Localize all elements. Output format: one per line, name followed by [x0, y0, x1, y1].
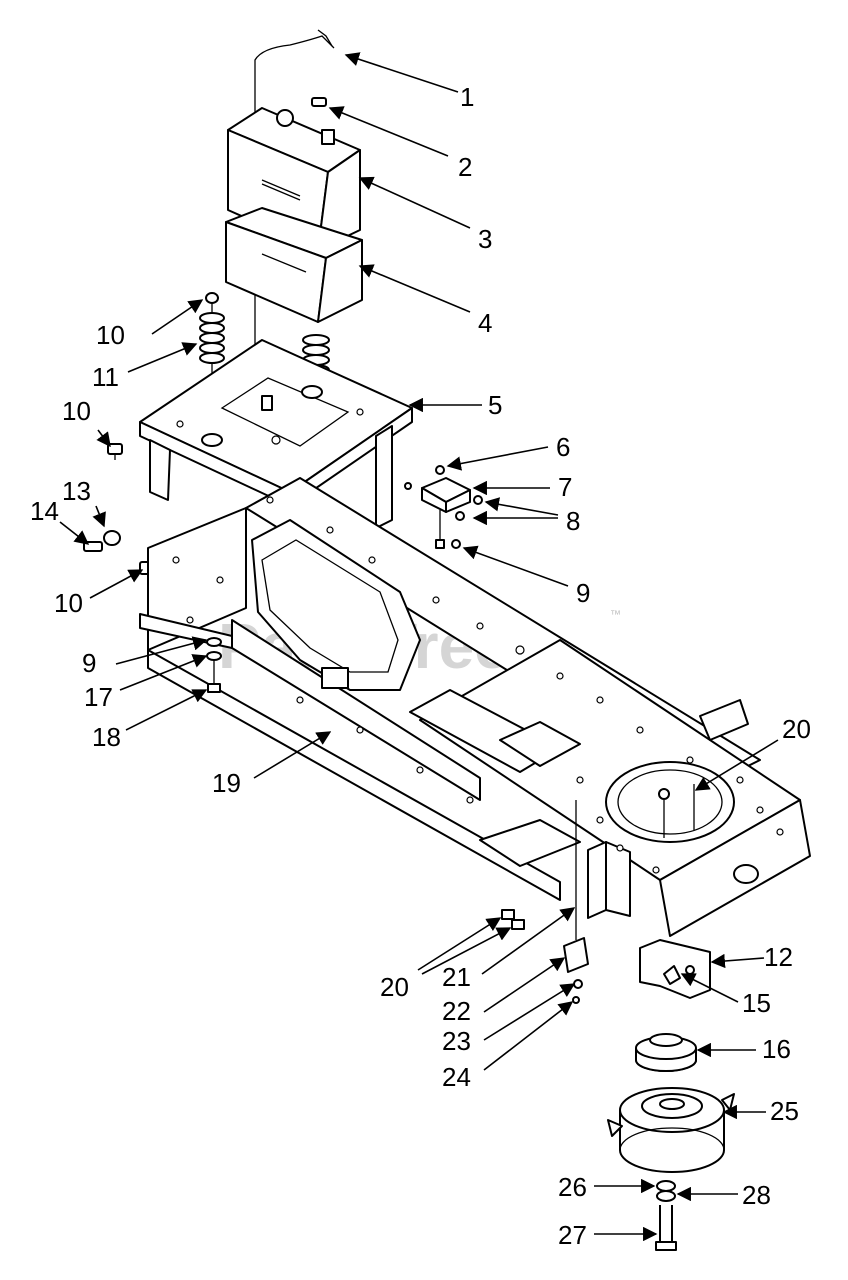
- callout-1[interactable]: 1: [460, 82, 474, 112]
- callout-25[interactable]: 25: [770, 1096, 799, 1126]
- callout-5[interactable]: 5: [488, 390, 502, 420]
- callout-20-frame[interactable]: 20: [782, 714, 811, 744]
- callout-22[interactable]: 22: [442, 996, 471, 1026]
- part-battery-support: [139, 339, 413, 529]
- leaders: [59, 52, 779, 1242]
- callout-13[interactable]: 13: [62, 476, 91, 506]
- callout-9-frame[interactable]: 9: [82, 648, 96, 678]
- part-bolt-10-upper: [107, 443, 123, 460]
- callout-3[interactable]: 3: [478, 224, 492, 254]
- callout-11[interactable]: 11: [92, 362, 119, 392]
- callout-19[interactable]: 19: [212, 768, 241, 798]
- callout-15[interactable]: 15: [742, 988, 771, 1018]
- callout-6[interactable]: 6: [556, 432, 570, 462]
- callout-12[interactable]: 12: [764, 942, 793, 972]
- part-clutch: [607, 1087, 735, 1173]
- callout-8[interactable]: 8: [566, 506, 580, 536]
- callout-14[interactable]: 14: [30, 496, 59, 526]
- callout-21[interactable]: 21: [442, 962, 471, 992]
- callout-10-bottom[interactable]: 10: [54, 588, 83, 618]
- callout-labels: 1 2 3 4 5 6 7 8 9 9 10 10 10 11 12 13 14…: [30, 82, 811, 1250]
- callout-24[interactable]: 24: [442, 1062, 471, 1092]
- callout-20-bolts[interactable]: 20: [380, 972, 409, 1002]
- part-switch-22: [563, 800, 589, 1004]
- callout-16[interactable]: 16: [762, 1034, 791, 1064]
- callout-18[interactable]: 18: [92, 722, 121, 752]
- part-spring-left: [199, 292, 225, 440]
- callout-23[interactable]: 23: [442, 1026, 471, 1056]
- part-wire: [254, 29, 335, 440]
- callout-27[interactable]: 27: [558, 1220, 587, 1250]
- part-bolt-14: [83, 530, 121, 552]
- callout-10-mid[interactable]: 10: [62, 396, 91, 426]
- watermark-trademark: ™: [610, 609, 621, 621]
- callout-17[interactable]: 17: [84, 682, 113, 712]
- part-switch-assembly: [404, 465, 483, 549]
- callout-10-top[interactable]: 10: [96, 320, 125, 350]
- callout-28[interactable]: 28: [742, 1180, 771, 1210]
- callout-7[interactable]: 7: [558, 472, 572, 502]
- callout-2[interactable]: 2: [458, 152, 472, 182]
- callout-4[interactable]: 4: [478, 308, 492, 338]
- part-bracket-12: [639, 939, 711, 999]
- part-pulley: [635, 1033, 697, 1072]
- part-bolts-20: [501, 784, 695, 930]
- part-screw-2: [311, 97, 327, 107]
- callout-26[interactable]: 26: [558, 1172, 587, 1202]
- part-battery-tray: [225, 207, 363, 323]
- part-main-frame: [139, 477, 811, 937]
- callout-9-switch[interactable]: 9: [576, 578, 590, 608]
- part-bolt-27: [655, 1180, 677, 1251]
